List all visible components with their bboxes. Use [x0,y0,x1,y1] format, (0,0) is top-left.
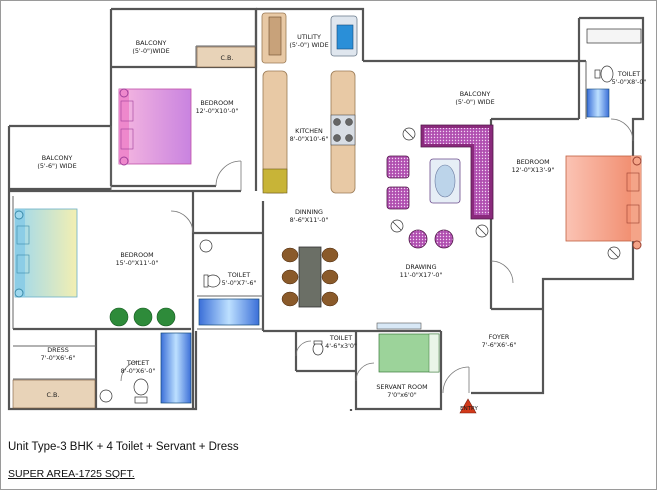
cb-bottom-icon [12,379,96,409]
label-balcony-left: BALCONY(5'-6") WIDE [37,154,76,170]
stove-icon [330,114,356,146]
cb-top-icon [196,46,256,68]
stools-icon [408,229,454,249]
bathtub-mid-icon [198,298,260,326]
plant-chairs-icon [109,307,176,327]
entry-arrow-icon [459,398,477,414]
label-balcony-top-right: BALCONY(5'-0") WIDE [455,90,494,106]
bed-top-icon [118,88,192,166]
label-utility: UTILITY(5'-0") WIDE [289,33,328,49]
dining-table-icon [281,246,339,308]
label-entry: ENTRY [460,406,478,412]
shower-top-right-icon [586,88,610,118]
sofa-icon [386,124,494,220]
walls [7,7,645,411]
servant-window [376,322,422,330]
bed-right-icon [565,155,642,250]
room-labels: BALCONY(5'-0")WIDE C.B. UTILITY(5'-0") W… [37,33,646,412]
label-cb-top: C.B. [221,54,234,62]
super-area-caption: SUPER AREA-1725 SQFT. [8,468,135,480]
door-swings [120,118,634,394]
utility-sink-icon [268,16,282,56]
utility-washer-icon [336,24,354,50]
bed-left-icon [14,208,78,298]
bathtub-top-right-icon [586,28,642,44]
fridge-icon [262,168,288,194]
lamp-icon [390,127,621,260]
unit-type-caption: Unit Type-3 BHK + 4 Toilet + Servant + D… [8,441,239,453]
label-cb-bottom: C.B. [47,391,60,399]
label-balcony-top-left: BALCONY(5'-0")WIDE [132,39,169,55]
servant-bed-icon [378,333,440,373]
thin-walls [12,45,587,380]
bathtub-bottom-icon [160,332,192,404]
